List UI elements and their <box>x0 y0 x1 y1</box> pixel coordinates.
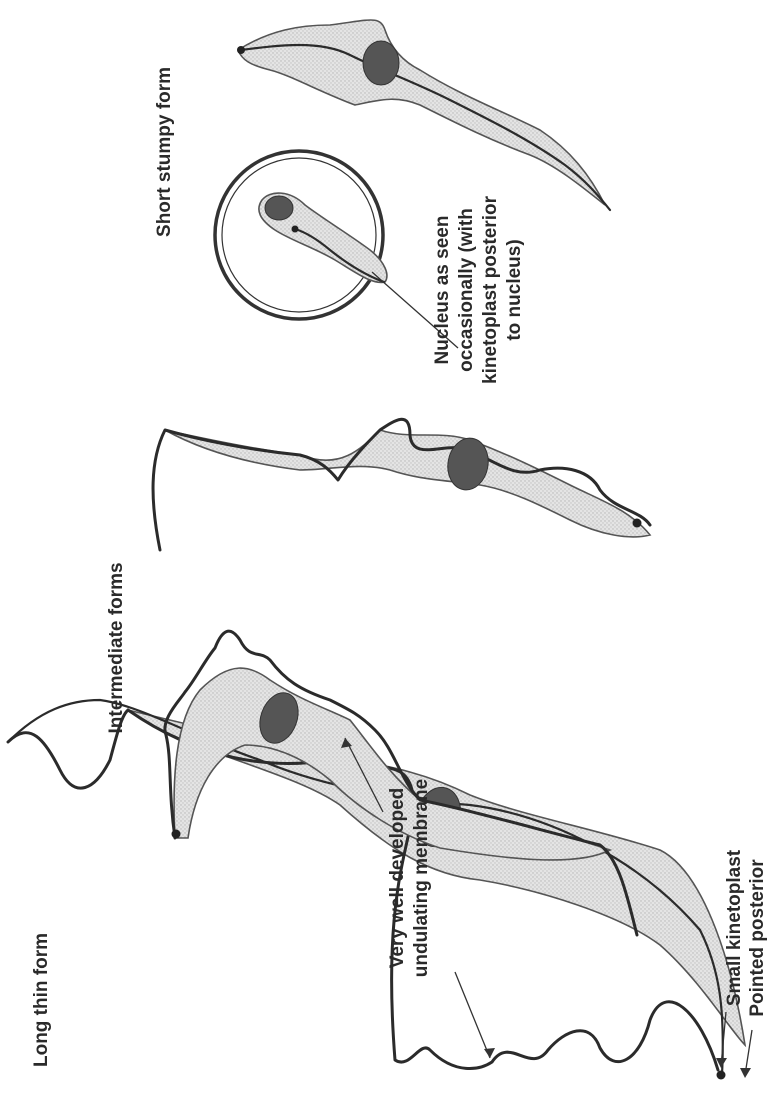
intermediate-form-2-organism <box>153 419 650 550</box>
inset-circle <box>215 151 387 319</box>
label-nucleus-line2: occasionally (with <box>456 208 477 372</box>
inset-nucleus <box>265 196 293 220</box>
label-short-stumpy-form: Short stumpy form <box>154 67 175 237</box>
label-membrane-line2: undulating membrane <box>411 779 432 977</box>
short-stumpy-body <box>238 20 605 205</box>
short-stumpy-nucleus <box>363 41 399 85</box>
short-stumpy-form-organism <box>237 20 610 210</box>
inset-kinetoplast <box>292 226 299 233</box>
label-small-kinetoplast: Small kinetoplast <box>724 849 745 1006</box>
long-thin-kinetoplast <box>717 1071 726 1080</box>
membrane-leader-lower <box>455 972 490 1058</box>
label-nucleus-line3: kinetoplast posterior <box>480 195 501 384</box>
label-intermediate-forms: Intermediate forms <box>106 562 127 733</box>
intermediate-1-kinetoplast <box>172 830 181 839</box>
label-long-thin-form: Long thin form <box>31 933 52 1067</box>
intermediate-2-kinetoplast <box>633 519 642 528</box>
label-nucleus-line1: Nucleus as seen <box>432 216 453 365</box>
label-nucleus-line4: to nucleus) <box>504 239 525 340</box>
label-pointed-posterior: Pointed posterior <box>747 859 768 1017</box>
label-membrane-line1: Very well developed <box>387 788 408 969</box>
short-stumpy-kinetoplast <box>237 46 245 54</box>
membrane-arrowhead-lower <box>484 1048 495 1058</box>
posterior-arrowhead <box>740 1068 751 1078</box>
